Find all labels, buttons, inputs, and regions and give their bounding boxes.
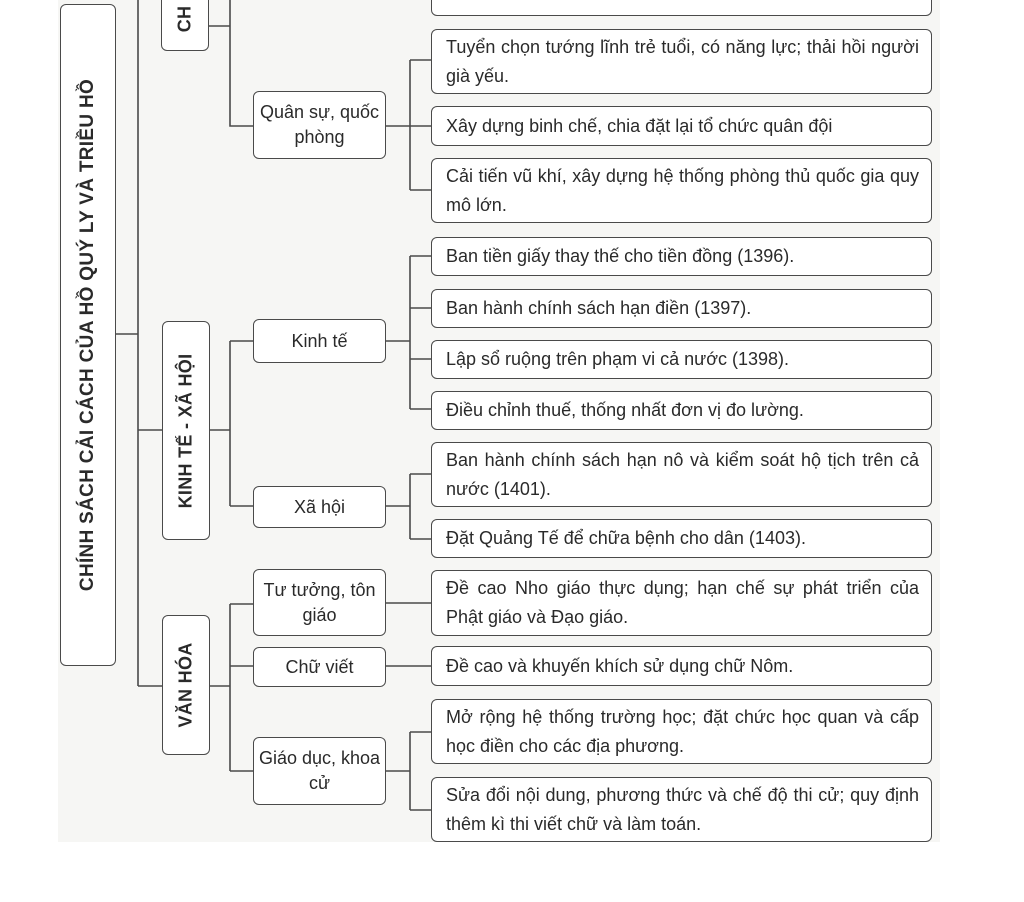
sub-quansu-quocphong: Quân sự, quốc phòng (253, 91, 386, 159)
root-title-box: CHÍNH SÁCH CẢI CÁCH CỦA HỒ QUÝ LY VÀ TRI… (60, 4, 116, 666)
leaf-text: Đề cao và khuyến khích sử dụng chữ Nôm. (446, 655, 794, 676)
sub-kinhte: Kinh tế (253, 319, 386, 363)
sub-xahoi-label: Xã hội (293, 496, 346, 517)
leaf-text: Tuyển chọn tướng lĩnh trẻ tuổi, có năng … (446, 36, 919, 86)
leaf-text: Sửa đổi nội dung, phương thức và chế độ … (446, 784, 919, 834)
sub-giaoduc-khoacu: Giáo dục, khoa cử (253, 737, 386, 805)
sub-kinhte-label: Kinh tế (291, 330, 348, 351)
category-kinhte-xahoi-box: KINH TẾ - XÃ HỘI (162, 321, 210, 540)
connector-vh-subs (210, 603, 253, 772)
leaf-text: Đề cao Nho giáo thực dụng; hạn chế sự ph… (446, 578, 919, 627)
leaf-box: Tuyển chọn tướng lĩnh trẻ tuổi, có năng … (431, 29, 932, 94)
sub-chuviet: Chữ viết (253, 647, 386, 687)
connector-kinhte-leaves (386, 255, 431, 410)
leaf-text: Xây dựng binh chế, chia đặt lại tổ chức … (446, 115, 833, 136)
category-kinhte-xahoi-label: KINH TẾ - XÃ HỘI (175, 353, 196, 508)
leaf-text: Ban tiền giấy thay thế cho tiền đồng (13… (446, 246, 795, 266)
sub-xahoi: Xã hội (253, 486, 386, 528)
category-vanhoa-label: VĂN HÓA (175, 642, 196, 728)
leaf-text: Mở rộng hệ thống trường học; đặt chức họ… (446, 706, 919, 756)
leaf-box: Sửa đổi nội dung, phương thức và chế độ … (431, 777, 932, 842)
root-title: CHÍNH SÁCH CẢI CÁCH CỦA HỒ QUÝ LY VÀ TRI… (77, 78, 98, 592)
leaf-box-cutoff (431, 0, 932, 16)
category-ch-box: CH (161, 0, 209, 51)
leaf-box: Ban hành chính sách hạn điền (1397). (431, 289, 932, 328)
connector-quansu-leaves (386, 59, 431, 191)
leaf-text: Lập sổ ruộng trên phạm vi cả nước (1398)… (446, 349, 790, 369)
connector-xahoi-leaves (386, 473, 431, 540)
leaf-box: Mở rộng hệ thống trường học; đặt chức họ… (431, 699, 932, 764)
leaf-box: Điều chỉnh thuế, thống nhất đơn vị đo lư… (431, 391, 932, 430)
connector-kt-subs (210, 340, 253, 507)
sub-tutuong-tongiao-label: Tư tưởng, tôn giáo (263, 579, 376, 625)
leaf-box: Xây dựng binh chế, chia đặt lại tổ chức … (431, 106, 932, 146)
category-ch-label: CH (174, 5, 195, 33)
leaf-text: Đặt Quảng Tế để chữa bệnh cho dân (1403)… (446, 528, 806, 548)
leaf-box: Lập sổ ruộng trên phạm vi cả nước (1398)… (431, 340, 932, 379)
connector-cat-ch (209, 0, 253, 127)
leaf-box: Ban hành chính sách hạn nô và kiểm soát … (431, 442, 932, 507)
leaf-text: Điều chỉnh thuế, thống nhất đơn vị đo lư… (446, 400, 804, 420)
leaf-box: Đề cao Nho giáo thực dụng; hạn chế sự ph… (431, 570, 932, 636)
leaf-text: Cải tiến vũ khí, xây dựng hệ thống phòng… (446, 165, 919, 215)
sub-giaoduc-khoacu-label: Giáo dục, khoa cử (258, 748, 381, 793)
leaf-box: Đề cao và khuyến khích sử dụng chữ Nôm. (431, 646, 932, 686)
leaf-text: Ban hành chính sách hạn điền (1397). (446, 298, 752, 318)
sub-quansu-quocphong-label: Quân sự, quốc phòng (259, 102, 380, 147)
sub-chuviet-label: Chữ viết (285, 656, 354, 677)
leaf-box: Ban tiền giấy thay thế cho tiền đồng (13… (431, 237, 932, 276)
leaf-box: Đặt Quảng Tế để chữa bệnh cho dân (1403)… (431, 519, 932, 558)
sub-tutuong-tongiao: Tư tưởng, tôn giáo (253, 569, 386, 636)
leaf-box: Cải tiến vũ khí, xây dựng hệ thống phòng… (431, 158, 932, 223)
leaf-text: Ban hành chính sách hạn nô và kiểm soát … (446, 449, 919, 499)
connector-giaoduc-leaves (386, 731, 431, 811)
category-vanhoa-box: VĂN HÓA (162, 615, 210, 755)
